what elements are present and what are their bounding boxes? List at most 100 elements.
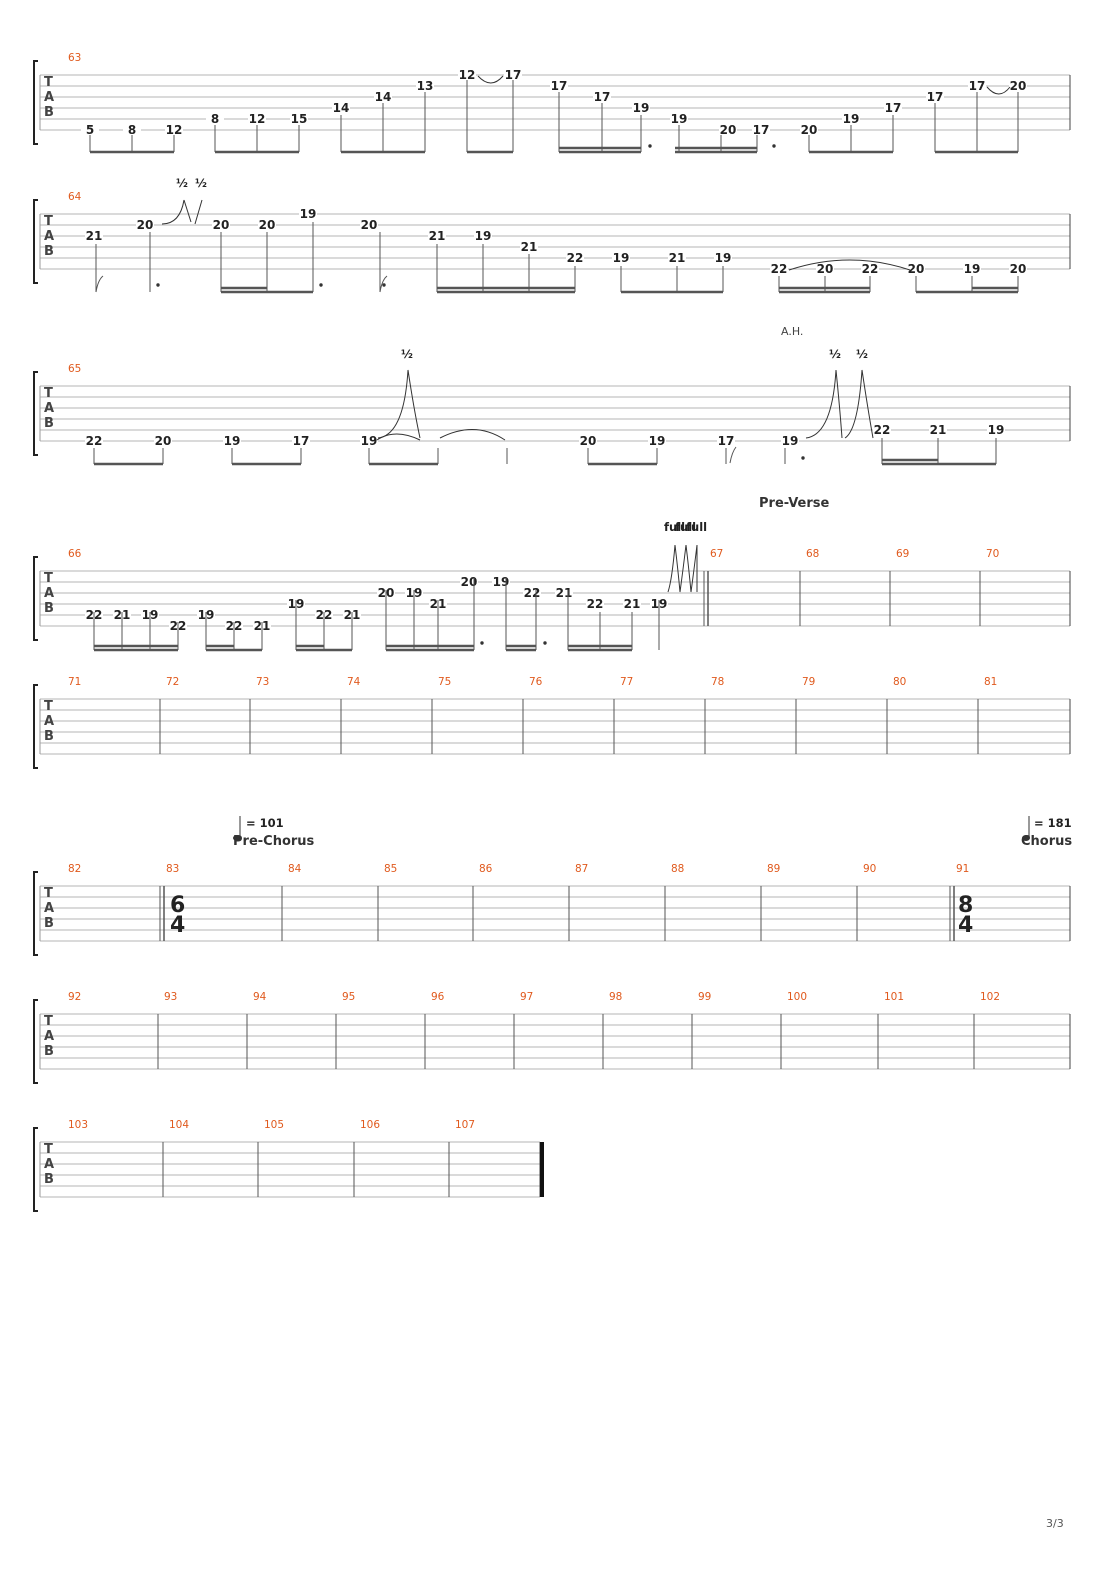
fret-number-bg: [360, 219, 378, 231]
tab-clef-letter: A: [44, 586, 54, 601]
fret-number: 19: [715, 251, 732, 265]
tab-clef-letter: A: [44, 90, 54, 105]
section-label-chorus: Chorus: [1021, 834, 1072, 849]
fret-number: 19: [613, 251, 630, 265]
fret-number: 17: [551, 79, 568, 93]
fret-number-bg: [719, 124, 737, 136]
time-signature-bottom-m91: 4: [958, 913, 973, 938]
fret-number-bg: [714, 252, 732, 264]
tab-clef-letter: T: [44, 699, 53, 714]
tie-2: [986, 86, 1011, 95]
measure-number: 100: [787, 991, 807, 1003]
fret-number-bg: [800, 124, 818, 136]
fret-number: 22: [771, 262, 788, 276]
measure-number: 101: [884, 991, 904, 1003]
fret-number: 19: [843, 112, 860, 126]
fret-number: 20: [259, 218, 276, 232]
fret-number: 20: [137, 218, 154, 232]
fret-number: 17: [753, 123, 770, 137]
tab-clef-letter: A: [44, 401, 54, 416]
fret-number: 12: [166, 123, 183, 137]
bend-label-full-3: full: [686, 520, 707, 534]
measure-number: 97: [520, 991, 533, 1003]
fret-number-bg: [968, 80, 986, 92]
fret-number-bg: [374, 91, 392, 103]
fret-number-bg: [550, 80, 568, 92]
measure-number: 88: [671, 863, 684, 875]
tab-clef-letter: B: [44, 1044, 54, 1059]
fret-number: 17: [969, 79, 986, 93]
tab-clef-letter: B: [44, 244, 54, 259]
time-signature-bottom-m83: 4: [170, 913, 185, 938]
fret-number-bg: [248, 113, 266, 125]
fret-number: 19: [633, 101, 650, 115]
system-bracket: [33, 556, 38, 641]
fret-number-bg: [861, 263, 879, 275]
fret-number-bg: [632, 102, 650, 114]
measure-number: 83: [166, 863, 179, 875]
measure-number: 92: [68, 991, 81, 1003]
tie-4: [376, 433, 421, 441]
measure-number: 85: [384, 863, 397, 875]
tab-clef-letter: A: [44, 1157, 54, 1172]
fret-number: 20: [1010, 262, 1027, 276]
fret-number: 19: [964, 262, 981, 276]
fret-number-bg: [292, 435, 310, 447]
bend-label-half-1: ½: [176, 176, 188, 190]
fret-number: 19: [493, 575, 510, 589]
measure-number: 78: [711, 676, 724, 688]
tab-clef-letter: A: [44, 714, 54, 729]
fret-number: 19: [300, 207, 317, 221]
fret-number-bg: [299, 208, 317, 220]
fret-number: 8: [211, 112, 219, 126]
bend-arrow-6: [844, 369, 874, 439]
measure-number: 91: [956, 863, 969, 875]
measure-number: 67: [710, 548, 723, 560]
system-bracket: [33, 60, 38, 145]
fret-number-bg: [332, 102, 350, 114]
fret-number-bg: [428, 230, 446, 242]
measure-number: 102: [980, 991, 1000, 1003]
bend-label-half-3: ½: [401, 347, 413, 361]
fret-number-bg: [360, 435, 378, 447]
fret-number: 19: [782, 434, 799, 448]
fret-number-bg: [81, 124, 99, 136]
tie-1: [477, 75, 504, 84]
page-number: 3/3: [1046, 1517, 1064, 1530]
tab-clef-letter: T: [44, 386, 53, 401]
tab-clef-letter: B: [44, 105, 54, 120]
bend-arrow-2: [183, 199, 192, 223]
fret-number: 17: [927, 90, 944, 104]
fret-number: 17: [885, 101, 902, 115]
measure-number: 107: [455, 1119, 475, 1131]
measure-number: 81: [984, 676, 997, 688]
measure-number: 94: [253, 991, 267, 1003]
measure-number: 89: [767, 863, 780, 875]
measure-number: 98: [609, 991, 622, 1003]
fret-number: 20: [580, 434, 597, 448]
tab-clef-letter: T: [44, 886, 53, 901]
tab-clef-letter: B: [44, 916, 54, 931]
fret-number: 20: [817, 262, 834, 276]
fret-number-bg: [929, 424, 947, 436]
measure-number: 77: [620, 676, 633, 688]
fret-number: 19: [988, 423, 1005, 437]
measure-number: 84: [288, 863, 302, 875]
measure-number: 76: [529, 676, 543, 688]
measure-number: 86: [479, 863, 493, 875]
measure-number: 99: [698, 991, 711, 1003]
fret-number-bg: [165, 124, 183, 136]
fret-number-bg: [752, 124, 770, 136]
fret-number: 17: [718, 434, 735, 448]
system-bracket: [33, 999, 38, 1084]
system-bracket: [33, 1127, 38, 1212]
measure-number: 104: [169, 1119, 189, 1131]
tempo-mark-pre-chorus: = 101: [233, 816, 284, 841]
time-signature-top-m83: 6: [170, 893, 185, 918]
fret-number-bg: [781, 435, 799, 447]
measure-number: 65: [68, 363, 81, 375]
